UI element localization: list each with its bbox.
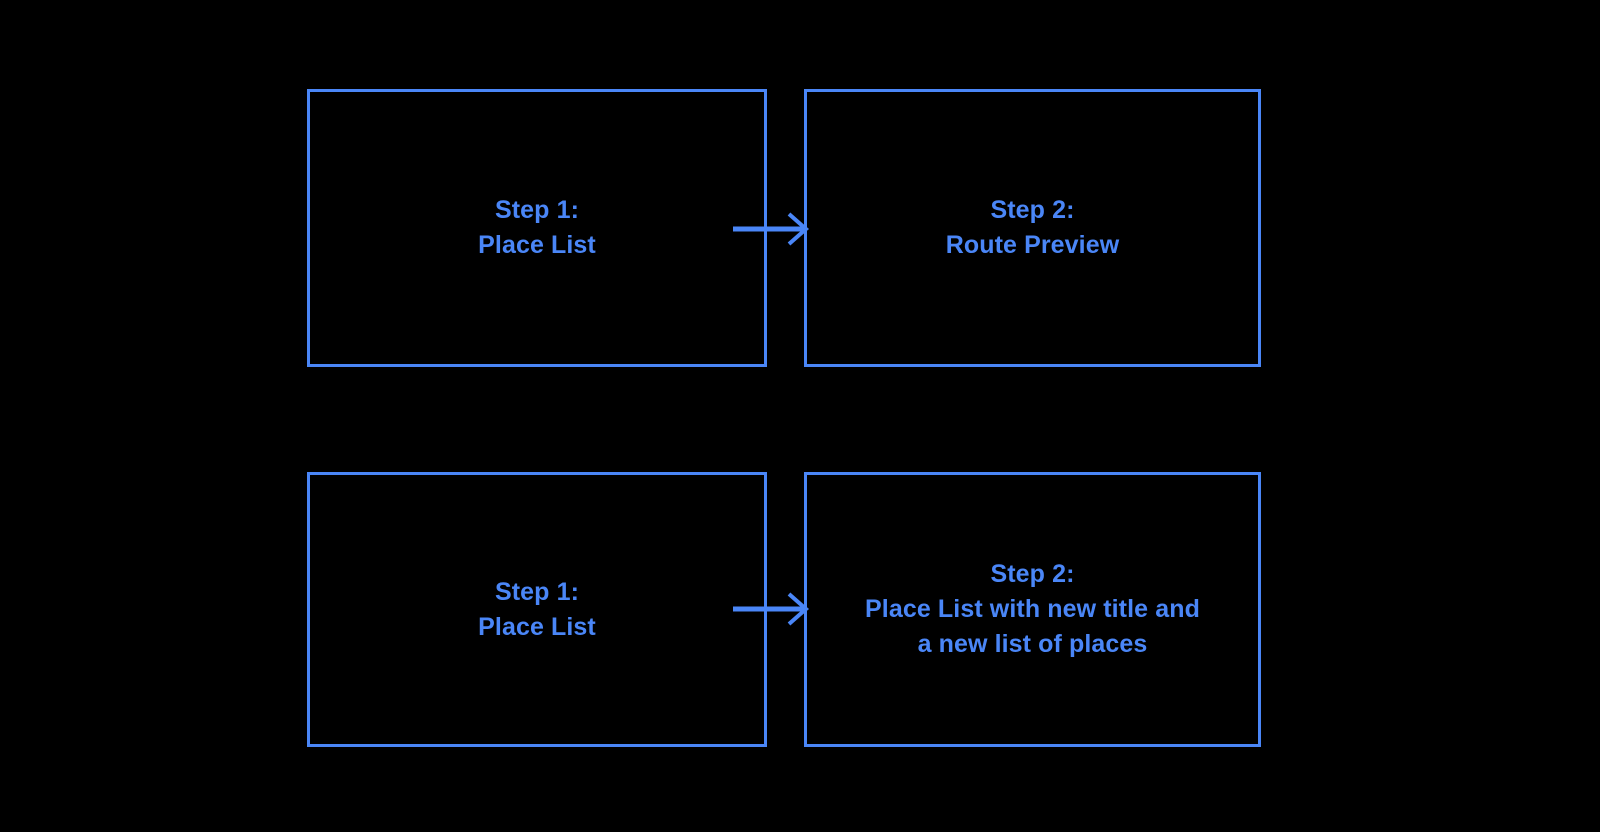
- flow-box-row1-step1[interactable]: Step 1: Place List: [307, 89, 767, 367]
- flow-box-row1-step2[interactable]: Step 2: Route Preview: [804, 89, 1261, 367]
- flow-box-row2-step1[interactable]: Step 1: Place List: [307, 472, 767, 747]
- flow-box-label: Step 2: Place List with new title and a …: [865, 560, 1200, 658]
- flow-box-row2-step2[interactable]: Step 2: Place List with new title and a …: [804, 472, 1261, 747]
- flow-box-label: Step 1: Place List: [478, 577, 596, 641]
- flow-box-label: Step 2: Route Preview: [945, 196, 1120, 259]
- flow-box-label: Step 1: Place List: [478, 196, 596, 259]
